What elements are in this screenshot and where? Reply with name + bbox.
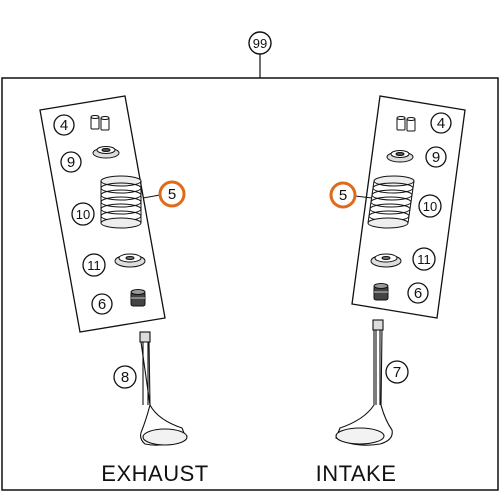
- exhaust-valve-seal-icon: [130, 289, 146, 307]
- exhaust-retainer-icon: [92, 146, 120, 159]
- intake-label: INTAKE: [316, 461, 397, 486]
- exhaust-callout-6[interactable]: 6: [91, 293, 113, 315]
- exhaust-callout-9[interactable]: 9: [60, 151, 82, 173]
- callout-99[interactable]: 99: [248, 31, 272, 78]
- intake-retainer-icon: [386, 150, 414, 163]
- exhaust-callout-11[interactable]: 11: [82, 253, 106, 277]
- intake-valve-spring-icon: [367, 175, 415, 229]
- intake-callout-7[interactable]: 7: [385, 360, 409, 384]
- intake-callout-5-text: 5: [339, 187, 347, 204]
- exhaust-valve-icon: [139, 331, 188, 446]
- intake-callout-4-text: 4: [437, 115, 445, 132]
- intake-callout-11[interactable]: 11: [412, 247, 436, 271]
- exhaust-callout-8[interactable]: 8: [113, 365, 137, 389]
- exhaust-callout-10[interactable]: 10: [71, 202, 95, 226]
- intake-callout-6[interactable]: 6: [407, 282, 429, 304]
- intake-callout-10-text: 10: [423, 199, 437, 214]
- intake-valve-seal-icon: [373, 283, 389, 301]
- exhaust-callout-9-text: 9: [67, 154, 75, 171]
- intake-spring-seat-icon: [370, 253, 402, 268]
- intake-callout-6-text: 6: [414, 285, 422, 302]
- exhaust-callout-6-text: 6: [98, 296, 106, 313]
- exhaust-callout-4-text: 4: [60, 117, 68, 134]
- intake-valve-icon: [335, 319, 393, 446]
- callout-99-text: 99: [253, 36, 267, 51]
- exhaust-callout-10-text: 10: [76, 207, 90, 222]
- exhaust-callout-5-highlight[interactable]: 5: [142, 180, 186, 208]
- exhaust-callout-11-text: 11: [87, 258, 101, 273]
- intake-callout-9-text: 9: [432, 149, 440, 166]
- exhaust-valve-keys-icon: [90, 115, 110, 131]
- intake-valve-keys-icon: [396, 116, 416, 132]
- exhaust-callout-5-text: 5: [168, 186, 176, 203]
- intake-callout-9[interactable]: 9: [425, 146, 447, 168]
- intake-callout-4[interactable]: 4: [430, 112, 452, 134]
- intake-callout-10[interactable]: 10: [418, 194, 442, 218]
- exhaust-spring-seat-icon: [114, 253, 146, 268]
- exhaust-label: EXHAUST: [101, 461, 208, 486]
- intake-callout-5-highlight[interactable]: 5: [329, 181, 373, 209]
- exhaust-callout-8-text: 8: [121, 369, 129, 386]
- intake-callout-11-text: 11: [417, 252, 431, 267]
- exhaust-valve-spring-icon: [100, 175, 142, 229]
- assembly-frame: [1, 77, 499, 491]
- exhaust-callout-4[interactable]: 4: [53, 114, 75, 136]
- intake-callout-7-text: 7: [393, 364, 401, 381]
